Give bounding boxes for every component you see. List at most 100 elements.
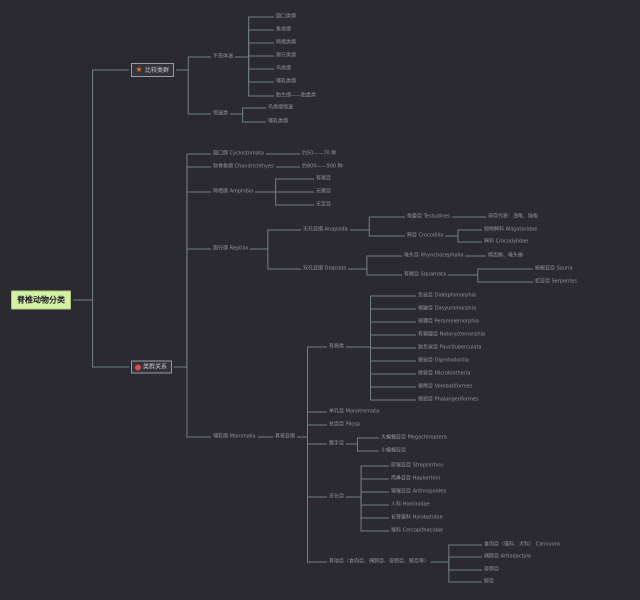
mindmap-node-b2e1f4[interactable]: 鲸目 xyxy=(484,578,495,585)
mindmap-node-b1a1[interactable]: 圆口类纲 xyxy=(276,13,297,20)
mindmap-node-b2e1e2[interactable]: 简鼻亚目 Haplorrhini xyxy=(391,475,441,482)
connector-line xyxy=(250,229,301,250)
connector-line xyxy=(174,166,211,368)
mindmap-node-b1a3[interactable]: 两栖类纲 xyxy=(276,39,297,46)
connector-line xyxy=(230,107,266,115)
connector-line xyxy=(431,544,482,563)
mindmap-node-b1a4[interactable]: 爬行类纲 xyxy=(276,52,297,59)
mindmap-node-b2e1[interactable]: 真兽亚纲 xyxy=(275,433,296,440)
mindmap-node-b2e1e1[interactable]: 原猴亚目 Strepsirrhini xyxy=(391,462,443,469)
connector-line xyxy=(174,191,211,368)
connector-line xyxy=(445,235,482,243)
branch-node-b2[interactable]: 类群关系 xyxy=(131,360,173,374)
connector-line xyxy=(348,255,402,270)
connector-line xyxy=(297,436,327,563)
mindmap-node-b1a2[interactable]: 鱼类纲 xyxy=(276,26,292,33)
star-icon: ★ xyxy=(135,65,143,74)
mindmap-node-b1b1[interactable]: 鸟类纲恒温 xyxy=(268,104,294,111)
mindmap-node-b1a6[interactable]: 哺乳类纲 xyxy=(276,78,297,85)
connector-line xyxy=(431,556,482,563)
mindmap-node-b1a[interactable]: 不变体温 xyxy=(213,53,234,60)
connector-line xyxy=(297,436,327,498)
mindmap-node-b2e1e4[interactable]: 人科 Hominidae xyxy=(391,501,430,508)
mindmap-node-b2b[interactable]: 软骨鱼纲 Chondrichthyes xyxy=(213,163,274,170)
mindmap-node-b2d1a1[interactable]: 现存代表：海龟、陆龟 xyxy=(488,213,539,220)
connector-line xyxy=(297,436,327,445)
mindmap-node-b2e1a6[interactable]: 袋鼠目 Diprotodontia xyxy=(418,357,469,364)
mindmap-node-b2d2[interactable]: 双孔亚纲 Diapsida xyxy=(303,265,347,272)
connector-line xyxy=(73,299,129,368)
mindmap-node-b2e1b[interactable]: 单孔目 Monotremata xyxy=(329,408,380,415)
mindmap-node-b2e1e5[interactable]: 长臂猿科 Hylobatidae xyxy=(391,514,443,521)
mindmap-node-b2e1a5[interactable]: 鼩负鼠目 Paucituberculata xyxy=(418,344,482,351)
mindmap-node-b2e1f3[interactable]: 奇蹄目 xyxy=(484,566,500,573)
mindmap-node-b2e1f2[interactable]: 偶蹄目 Artiodactyla xyxy=(484,553,531,560)
branch-node-b1[interactable]: ★比较类群 xyxy=(131,63,175,77)
connector-line xyxy=(346,496,389,506)
mindmap-node-b2d1[interactable]: 无孔亚纲 Anapsida xyxy=(303,226,348,233)
mindmap-node-b2d2b1[interactable]: 蜥蜴亚目 Sauria xyxy=(535,265,573,272)
connector-line xyxy=(448,268,533,276)
mindmap-node-b2e1d1[interactable]: 大蝙蝠亚目 Megachiroptera xyxy=(381,434,447,441)
mindmap-node-b2d1b2[interactable]: 鳄科 Crocodylidae xyxy=(484,238,529,245)
mindmap-node-b1a7[interactable]: 胎生纲——胎盘类 xyxy=(276,92,317,99)
mindmap-node-b2e1f[interactable]: 其他目（食肉目、偶蹄目、奇蹄目、鲸目等） xyxy=(329,558,430,565)
connector-line xyxy=(235,42,274,58)
mindmap-node-b2d2a1[interactable]: 楔齿蜥、喙头蜥 xyxy=(488,252,524,259)
connector-line xyxy=(174,366,211,438)
mindmap-node-b1a5[interactable]: 鸟类纲 xyxy=(276,65,292,72)
connector-line xyxy=(346,443,379,452)
connector-line xyxy=(431,561,482,583)
connector-line xyxy=(445,229,482,237)
mindmap-node-b2b1[interactable]: 约800——900 种 xyxy=(302,163,343,170)
mindmap-node-b2d2b2[interactable]: 蛇亚目 Serpentes xyxy=(535,278,577,285)
mindmap-node-b2e1e3[interactable]: 猿猴亚目 Anthropoidea xyxy=(391,488,447,495)
mindmap-node-b2e[interactable]: 哺乳纲 Mammalia xyxy=(213,433,256,440)
connector-line xyxy=(235,56,274,97)
mindmap-node-b2e1a1[interactable]: 负鼠目 Didelphimorphia xyxy=(418,292,476,299)
mindmap-node-b2d1a[interactable]: 龟鳖目 Testudines xyxy=(407,213,451,220)
connector-line xyxy=(176,69,211,115)
mindmap-node-b2e1a7[interactable]: 微兽目 Microbiotheria xyxy=(418,370,471,377)
mindmap-node-b2d2a[interactable]: 喙头目 Rhynchocephalia xyxy=(404,252,464,259)
mindmap-node-b2c[interactable]: 两栖纲 Amphibia xyxy=(213,188,254,195)
mindmap-node-b2a[interactable]: 圆口纲 Cyclostomata xyxy=(213,150,264,157)
connector-line xyxy=(346,346,416,362)
connector-line xyxy=(350,216,405,231)
mindmap-node-b2e1c[interactable]: 贫齿目 Pilosa xyxy=(329,421,361,428)
root-node[interactable]: 脊椎动物分类 xyxy=(11,290,71,310)
mindmap-node-b2e1e[interactable]: 灵长目 xyxy=(329,493,345,500)
mindmap-node-b2d1b[interactable]: 鳄目 Crocodilia xyxy=(407,232,444,239)
connector-line xyxy=(235,16,274,58)
mindmap-node-b2e1f1[interactable]: 食肉目（猫科、犬科） Carnivora xyxy=(484,541,560,548)
mindmap-node-b2e1e6[interactable]: 猴科 Cercopithecidae xyxy=(391,527,444,534)
mindmap-node-b2e1a9[interactable]: 袋貂目 Phalangeriformes xyxy=(418,396,479,403)
mindmap-node-b2e1a3[interactable]: 袋狸目 Peramelemorphia xyxy=(418,318,479,325)
mindmap-node-b2e1a8[interactable]: 袋熊目 Vombatiformes xyxy=(418,383,473,390)
connector-line xyxy=(297,346,327,438)
mindmap-node-b1b[interactable]: 恒温类 xyxy=(213,110,229,117)
connector-line xyxy=(255,178,314,193)
connector-line xyxy=(250,248,301,270)
mindmap-node-b2e1d2[interactable]: 小蝙蝠亚目 xyxy=(381,447,407,454)
connector-line xyxy=(174,248,211,368)
branch-label: 类群关系 xyxy=(143,363,168,371)
mindmap-node-b2e1a[interactable]: 有袋类 xyxy=(329,343,345,350)
mindmap-node-b2e1d[interactable]: 翼手目 xyxy=(329,440,345,447)
connector-line xyxy=(346,496,389,532)
mindmap-node-b2d1b1[interactable]: 短吻鳄科 Alligatoridae xyxy=(484,226,538,233)
mindmap-node-b2e1a4[interactable]: 有袋鼹目 Notoryctemorphia xyxy=(418,331,485,338)
mindmap-node-b2d[interactable]: 爬行纲 Reptilia xyxy=(213,245,249,252)
mindmap-node-b2c3[interactable]: 无足目 xyxy=(316,201,332,208)
mindmap-node-b2d2b[interactable]: 有鳞目 Squamata xyxy=(404,271,447,278)
mindmap-node-b2c2[interactable]: 无尾目 xyxy=(316,188,332,195)
branch-label: 比较类群 xyxy=(145,67,170,74)
mindmap-node-b1b2[interactable]: 哺乳类纲 xyxy=(268,118,289,125)
connector-line xyxy=(346,496,389,519)
connector-line xyxy=(350,229,405,237)
mindmap-node-b2a1[interactable]: 约50——70 种 xyxy=(302,150,337,157)
connector-line xyxy=(255,191,314,206)
mindmap-node-b2e1a2[interactable]: 袋鼬目 Dasyuromorphia xyxy=(418,305,477,312)
mindmap-node-b2c1[interactable]: 有尾目 xyxy=(316,175,332,182)
